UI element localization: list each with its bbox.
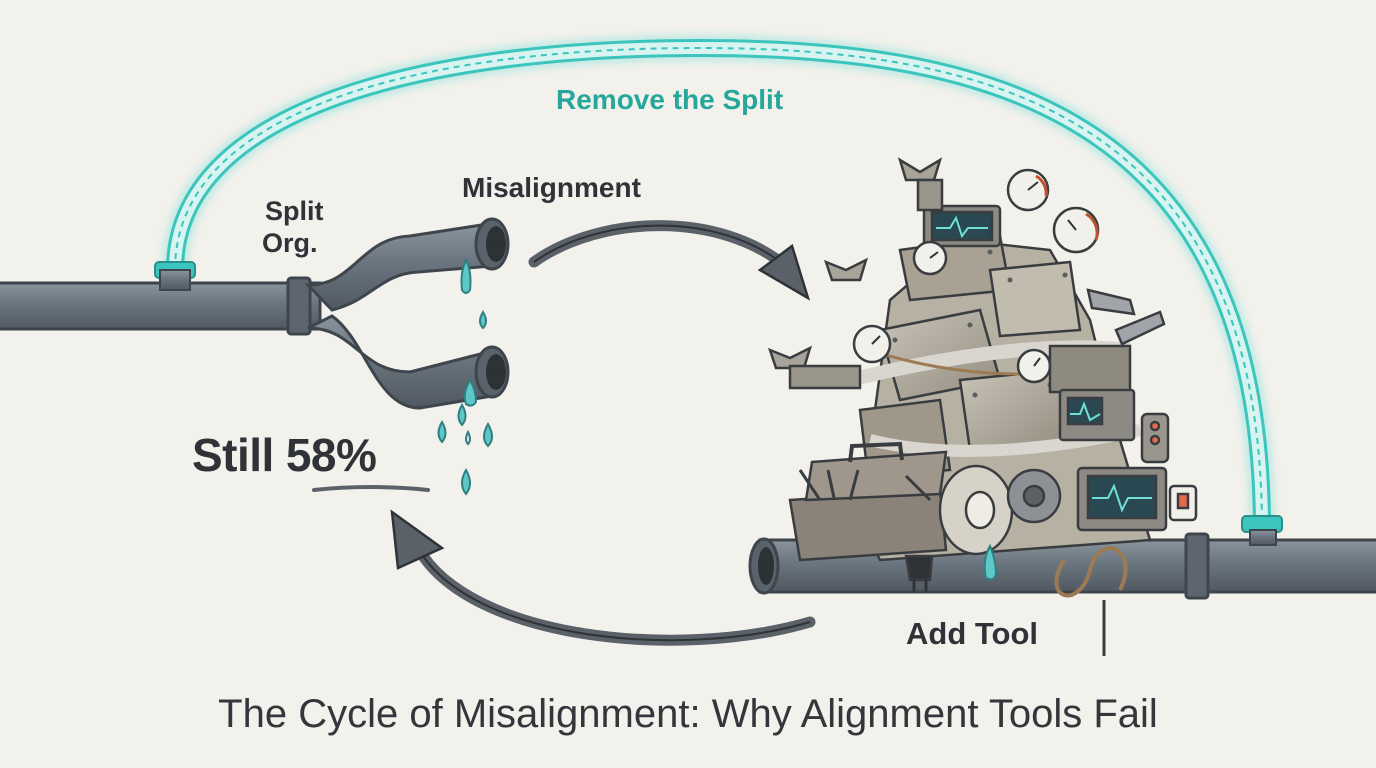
right-pipe <box>748 529 1376 600</box>
cycle-arrows <box>390 220 816 646</box>
remove-split-label: Remove the Split <box>556 84 784 115</box>
bypass-pipe <box>154 34 1283 533</box>
split-org-label: Split Org. <box>262 196 342 259</box>
still-percent-value: 58% <box>285 429 377 481</box>
still-prefix: Still <box>192 429 274 481</box>
water-drops <box>437 257 493 496</box>
split-pipe <box>0 217 510 410</box>
add-tool-label: Add Tool <box>906 616 1038 651</box>
percent-underline <box>312 485 430 492</box>
tool-pile <box>767 157 1198 656</box>
split-org-line2: Org. <box>262 227 318 258</box>
diagram-title: The Cycle of Misalignment: Why Alignment… <box>218 692 1158 736</box>
split-org-line1: Split <box>265 196 324 226</box>
misalignment-label: Misalignment <box>462 172 641 203</box>
